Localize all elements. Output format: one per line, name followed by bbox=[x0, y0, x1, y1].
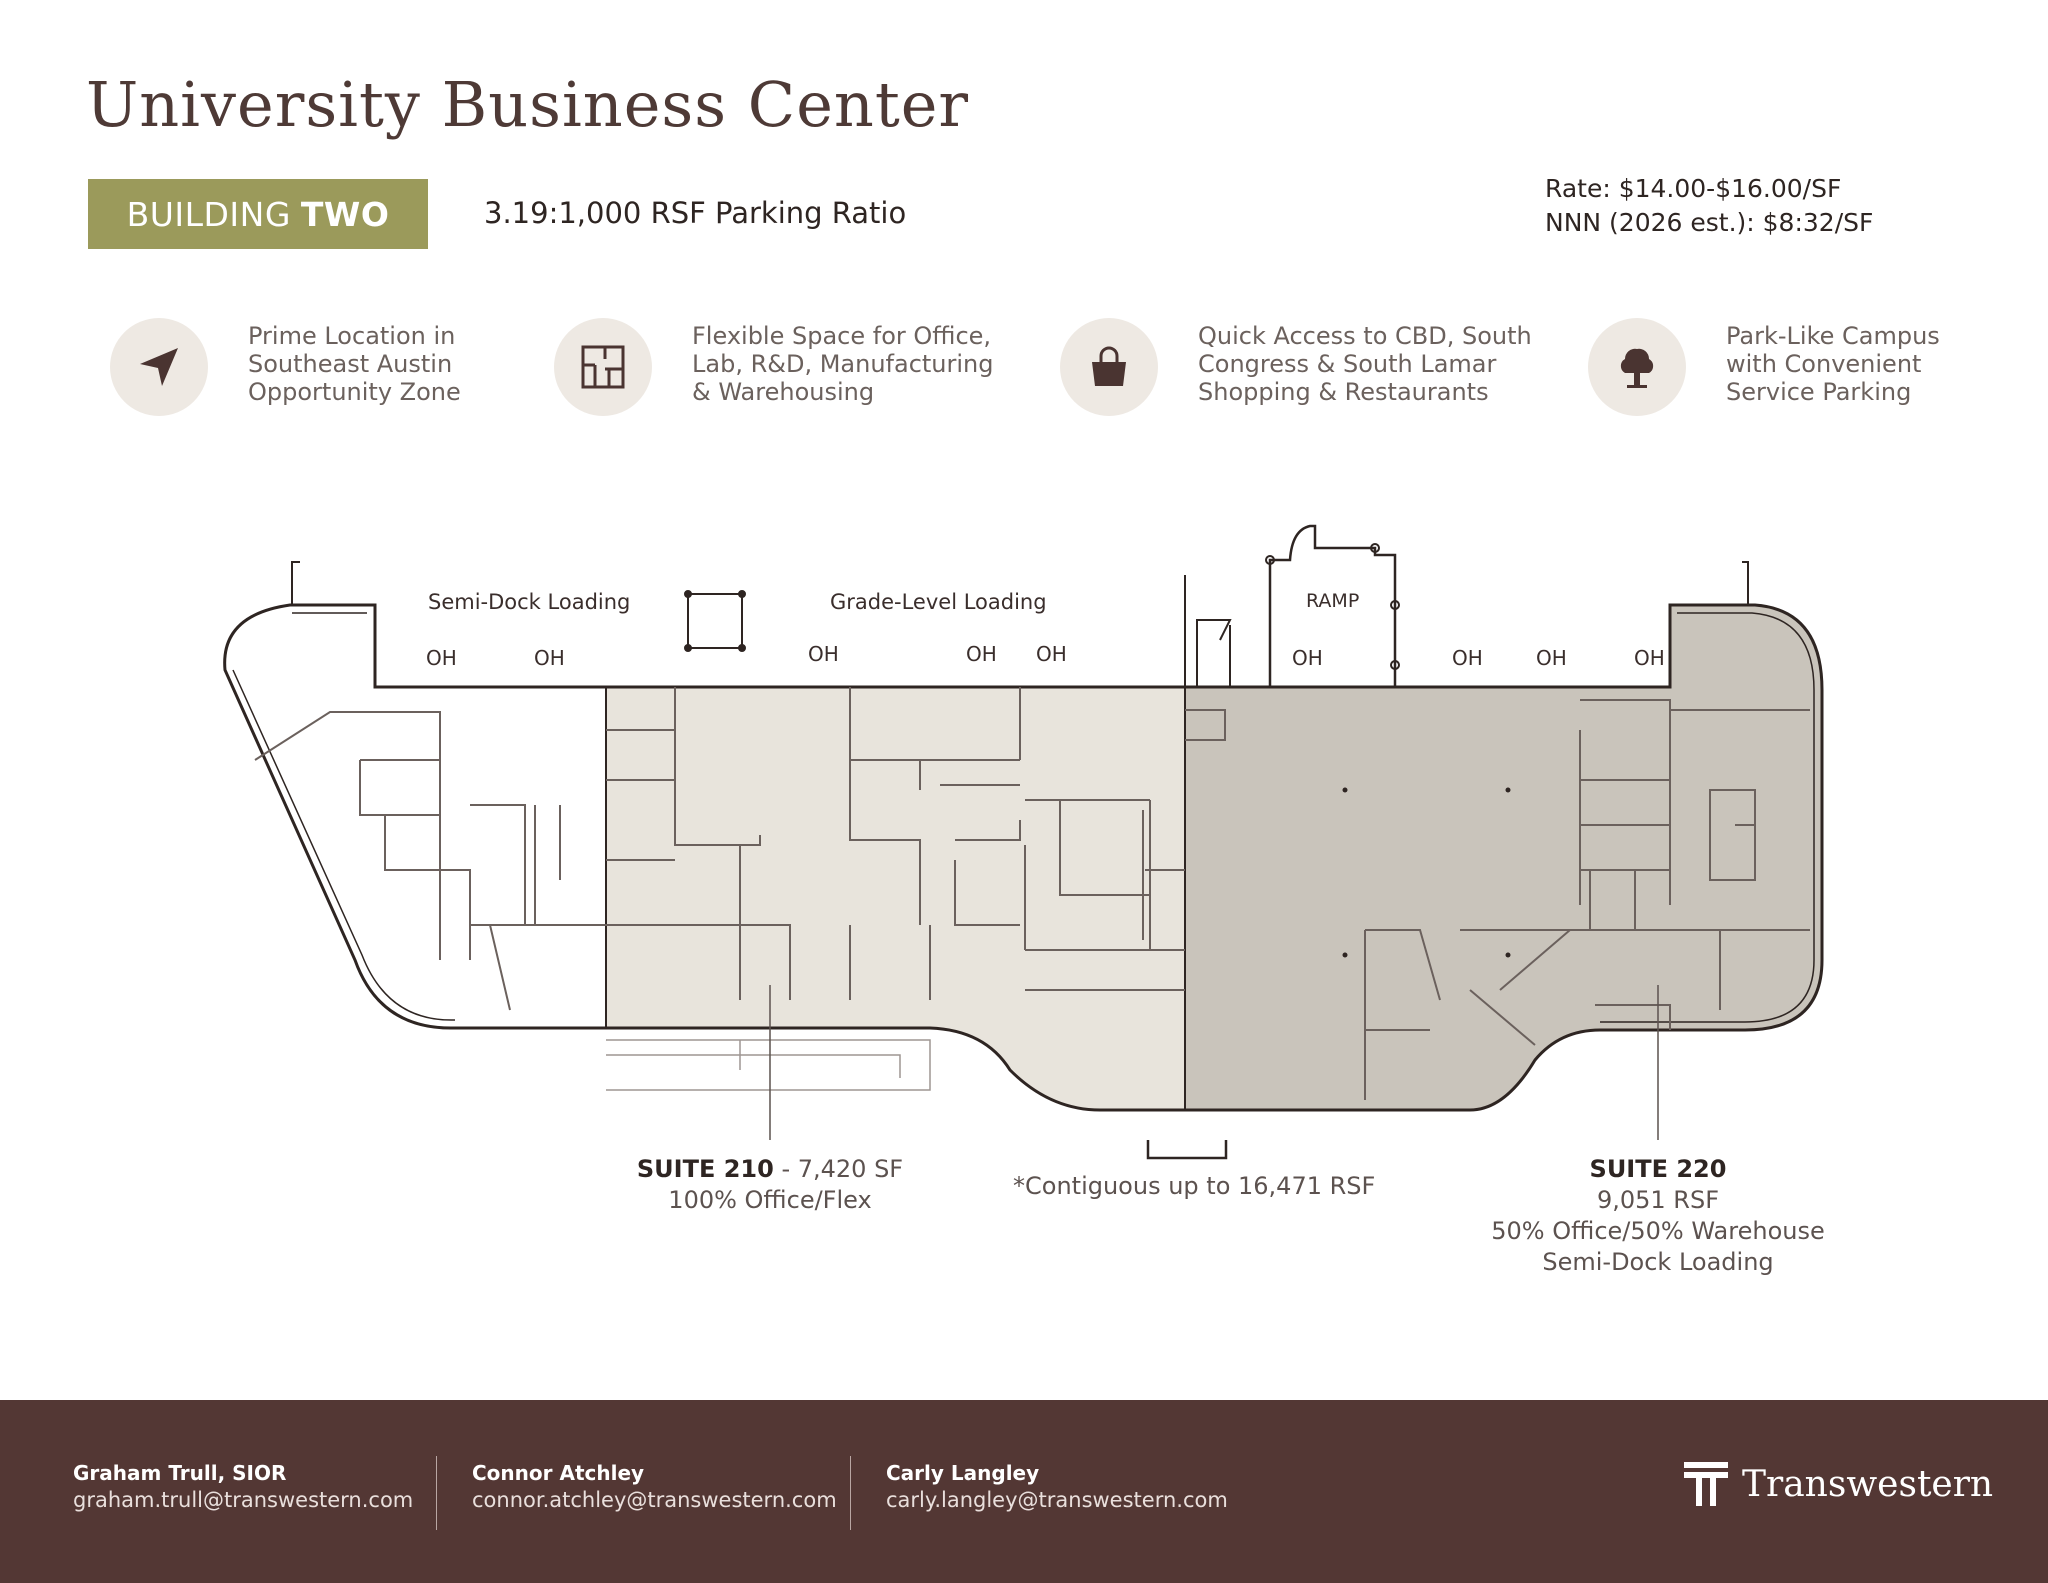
suite-210-label: SUITE 210 - 7,420 SF 100% Office/Flex bbox=[620, 1154, 920, 1216]
overhead-door-label: OH bbox=[1452, 646, 1483, 670]
brand-name: Transwestern bbox=[1742, 1463, 1994, 1505]
suite-210-area-text: - 7,420 SF bbox=[773, 1155, 904, 1183]
floor-plan bbox=[223, 524, 1824, 1160]
contact-card: Connor Atchley connor.atchley@transweste… bbox=[472, 1460, 837, 1514]
overhead-door-label: OH bbox=[1634, 646, 1665, 670]
tree-icon bbox=[1588, 318, 1686, 416]
shopping-bag-icon bbox=[1060, 318, 1158, 416]
footer-divider bbox=[436, 1456, 437, 1530]
building-badge: BUILDING TWO bbox=[88, 179, 428, 249]
overhead-door-label: OH bbox=[534, 646, 565, 670]
badge-label: BUILDING bbox=[126, 194, 291, 234]
feature-quick-access: Quick Access to CBD, South Congress & So… bbox=[1060, 318, 1532, 416]
page-title: University Business Center bbox=[86, 68, 970, 141]
overhead-door-label: OH bbox=[1536, 646, 1567, 670]
feature-text: Quick Access to CBD, South Congress & So… bbox=[1198, 322, 1532, 406]
rate-info: Rate: $14.00-$16.00/SF NNN (2026 est.): … bbox=[1545, 172, 1873, 240]
badge-building-number: TWO bbox=[300, 194, 390, 234]
footer-divider bbox=[850, 1456, 851, 1530]
footer bbox=[0, 1400, 2048, 1583]
contact-name: Connor Atchley bbox=[472, 1461, 645, 1485]
overhead-door-label: OH bbox=[808, 642, 839, 666]
semi-dock-loading-label: Semi-Dock Loading bbox=[428, 590, 631, 614]
overhead-door-label: OH bbox=[966, 642, 997, 666]
feature-text: Flexible Space for Office, Lab, R&D, Man… bbox=[692, 322, 994, 406]
overhead-door-label: OH bbox=[1292, 646, 1323, 670]
suite-220-area-text: 9,051 RSF bbox=[1596, 1186, 1720, 1214]
contact-email-link[interactable]: graham.trull@transwestern.com bbox=[73, 1488, 414, 1512]
ramp-label: RAMP bbox=[1306, 590, 1360, 612]
contact-card: Carly Langley carly.langley@transwestern… bbox=[886, 1460, 1228, 1514]
contiguous-note: *Contiguous up to 16,471 RSF bbox=[1013, 1172, 1376, 1200]
floor-plan-icon bbox=[554, 318, 652, 416]
contact-card: Graham Trull, SIOR graham.trull@transwes… bbox=[73, 1460, 413, 1514]
nnn-text: NNN (2026 est.): $8:32/SF bbox=[1545, 208, 1874, 237]
feature-text: Park-Like Campus with Convenient Service… bbox=[1726, 322, 1940, 406]
feature-text: Prime Location in Southeast Austin Oppor… bbox=[248, 322, 461, 406]
contact-email-link[interactable]: carly.langley@transwestern.com bbox=[886, 1488, 1228, 1512]
loading-platform bbox=[684, 590, 746, 652]
navigation-arrow-icon bbox=[110, 318, 208, 416]
transwestern-mark-icon bbox=[1684, 1462, 1728, 1506]
suite-210-use: 100% Office/Flex bbox=[668, 1186, 872, 1214]
suite-220-loading: Semi-Dock Loading bbox=[1542, 1248, 1774, 1276]
suite-220-title: SUITE 220 bbox=[1589, 1155, 1727, 1183]
contact-name: Graham Trull, SIOR bbox=[73, 1461, 287, 1485]
contact-name: Carly Langley bbox=[886, 1461, 1040, 1485]
grade-level-loading-label: Grade-Level Loading bbox=[830, 590, 1047, 614]
suite-220-use: 50% Office/50% Warehouse bbox=[1491, 1217, 1825, 1245]
parking-ratio: 3.19:1,000 RSF Parking Ratio bbox=[484, 196, 907, 230]
suite-220-area bbox=[1185, 605, 1822, 1110]
feature-location: Prime Location in Southeast Austin Oppor… bbox=[110, 318, 461, 416]
suite-220-label: SUITE 220 9,051 RSF 50% Office/50% Wareh… bbox=[1458, 1154, 1858, 1278]
building-outline-inner bbox=[232, 612, 1815, 1023]
transwestern-logo: Transwestern bbox=[1684, 1462, 1993, 1506]
feature-flexible-space: Flexible Space for Office, Lab, R&D, Man… bbox=[554, 318, 994, 416]
suite-210-area bbox=[606, 687, 1185, 1110]
overhead-door-label: OH bbox=[1036, 642, 1067, 666]
building-outline bbox=[223, 603, 1824, 1112]
overhead-door-label: OH bbox=[426, 646, 457, 670]
suite-210-title: SUITE 210 bbox=[636, 1155, 774, 1183]
feature-park-campus: Park-Like Campus with Convenient Service… bbox=[1588, 318, 1940, 416]
contact-email-link[interactable]: connor.atchley@transwestern.com bbox=[472, 1488, 837, 1512]
ramp-structure bbox=[1268, 524, 1397, 687]
rate-text: Rate: $14.00-$16.00/SF bbox=[1545, 174, 1842, 203]
interior-walls bbox=[254, 687, 1226, 1011]
